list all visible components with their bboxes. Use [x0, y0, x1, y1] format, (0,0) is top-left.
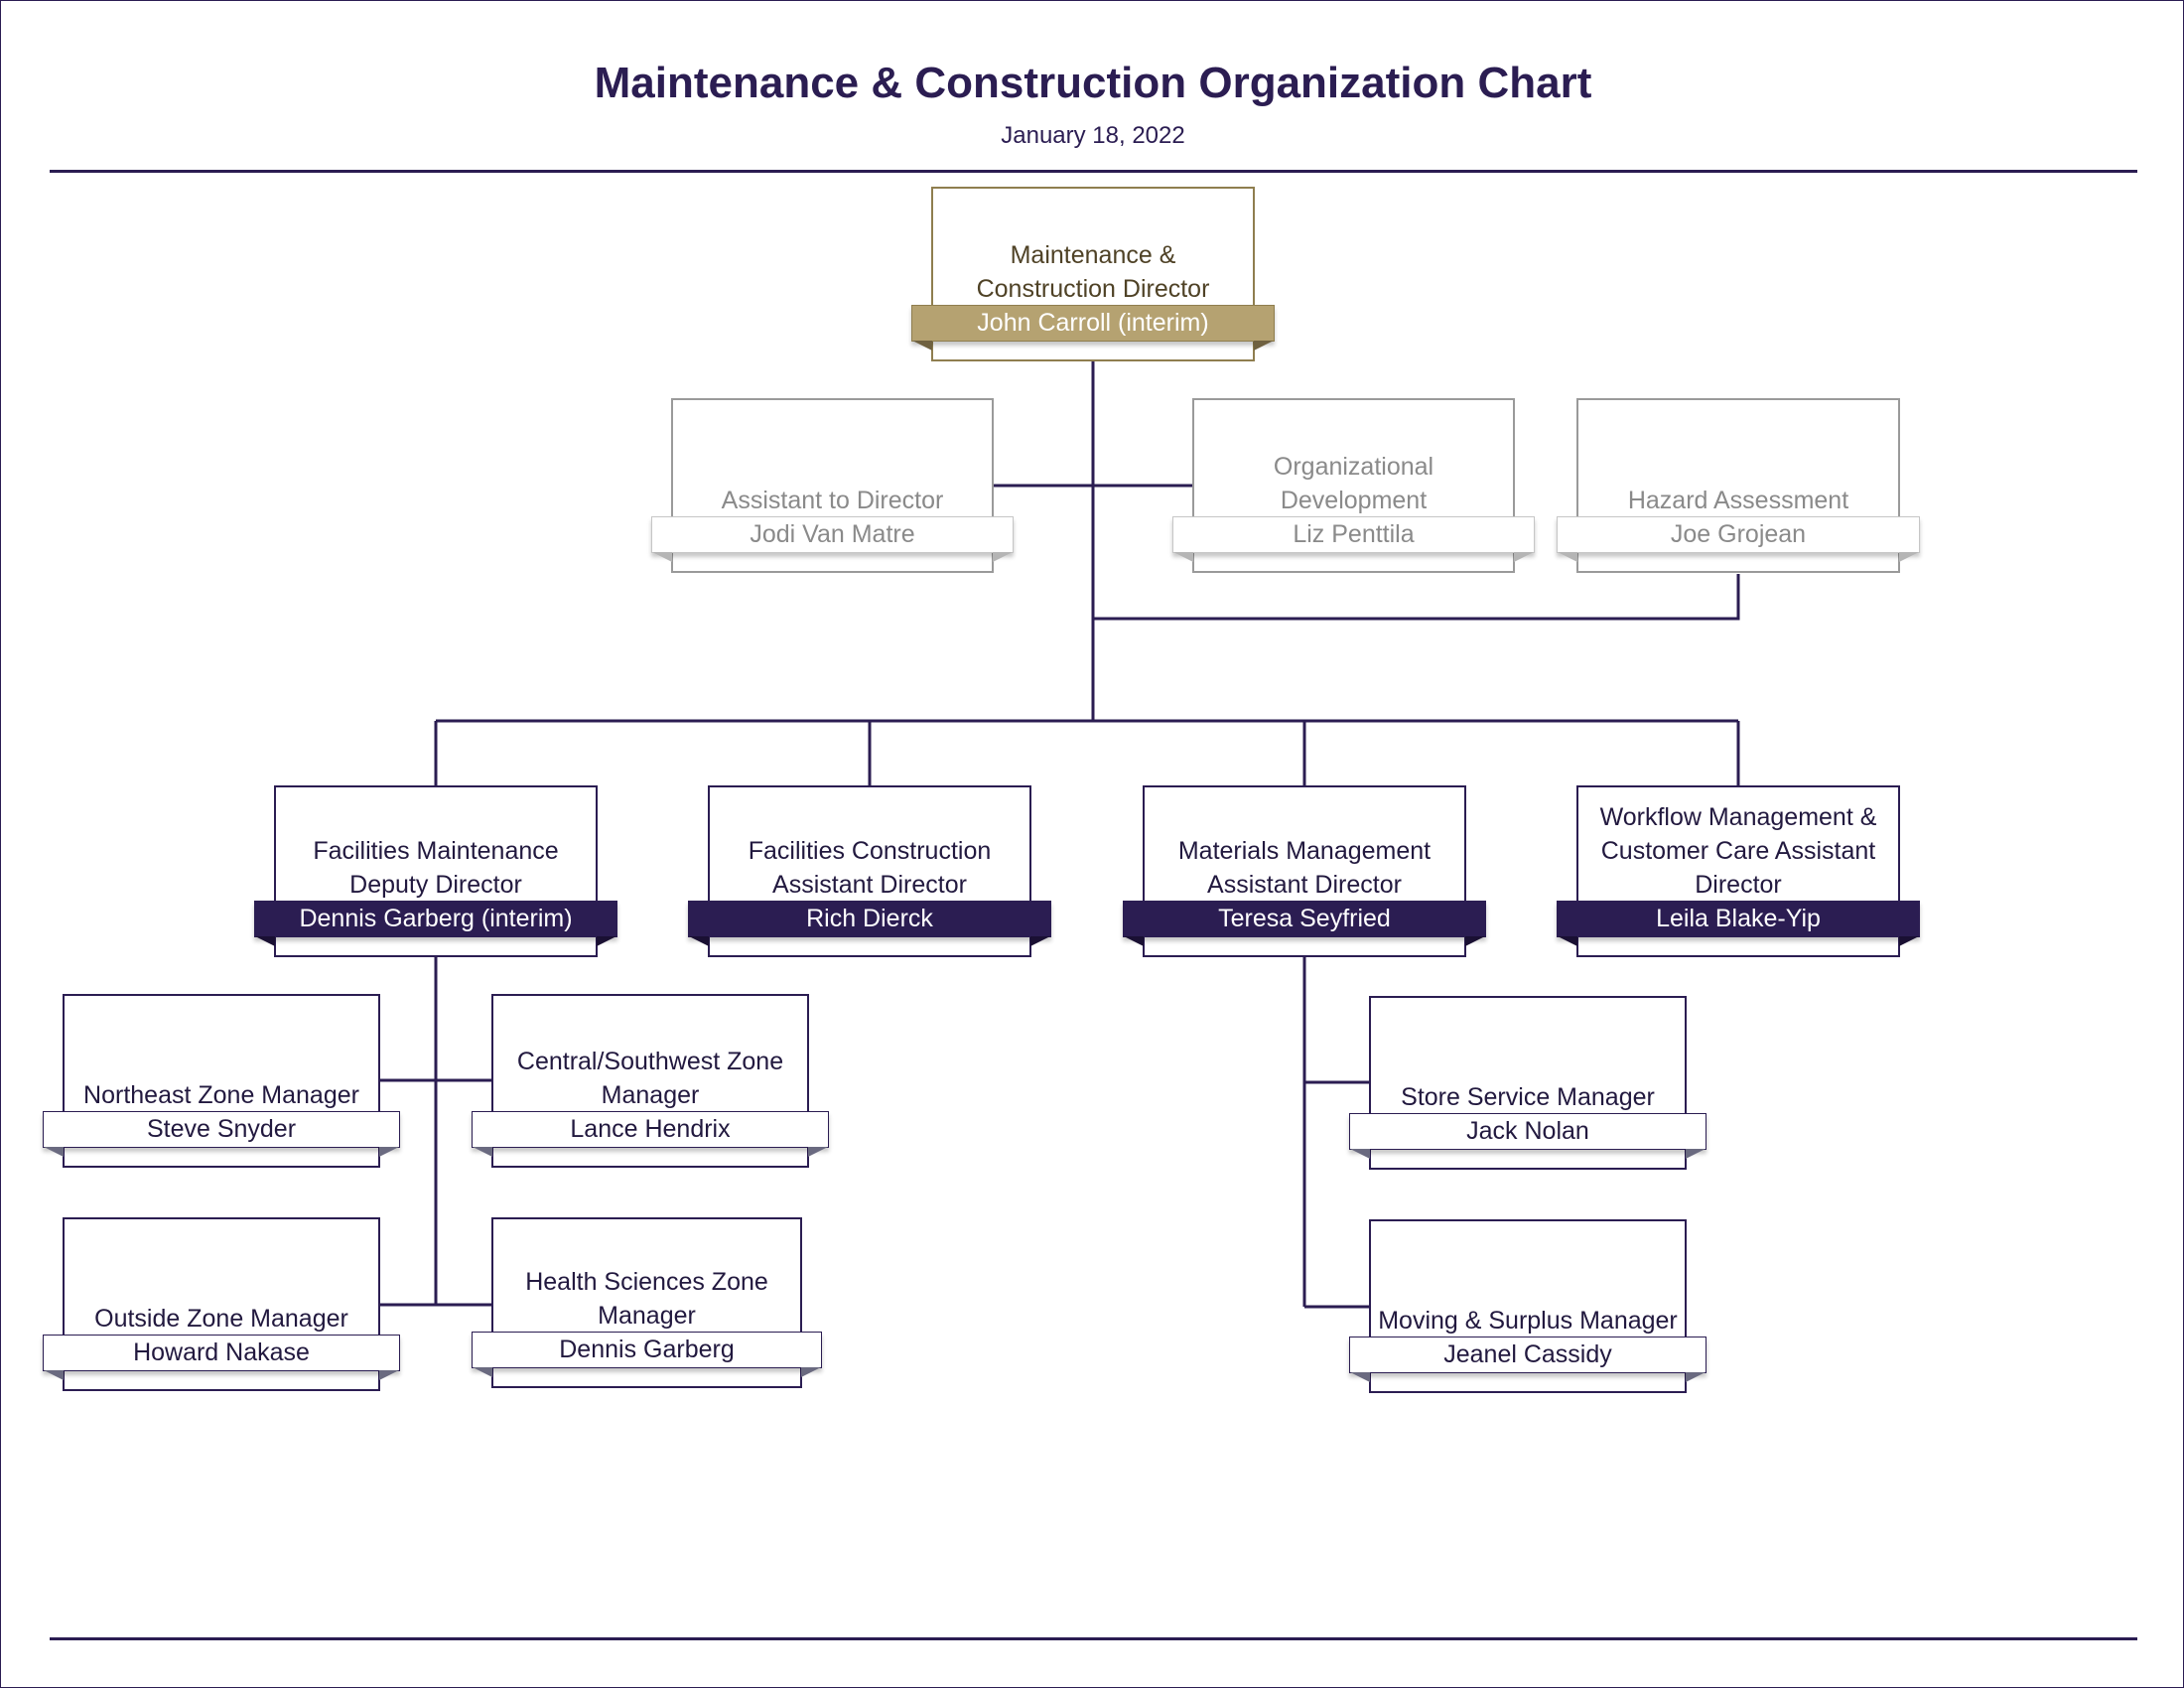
staff-card-organizational-development[interactable]: Organizational Development Liz Penttila	[1172, 398, 1535, 573]
zone-name-banner: Steve Snyder	[43, 1111, 400, 1157]
staff-card-assistant-to-director[interactable]: Assistant to Director Jodi Van Matre	[651, 398, 1014, 573]
dept-role: Facilities Construction Assistant Direct…	[748, 837, 992, 899]
dept-role: Facilities Maintenance Deputy Director	[313, 837, 559, 899]
zone-card-northeast[interactable]: Northeast Zone Manager Steve Snyder	[43, 994, 400, 1168]
zone-card-outside[interactable]: Outside Zone Manager Howard Nakase	[43, 1217, 400, 1391]
materials-name-banner: Jeanel Cassidy	[1349, 1337, 1706, 1382]
materials-card-moving-surplus[interactable]: Moving & Surplus Manager Jeanel Cassidy	[1349, 1219, 1706, 1393]
staff-name-banner: Joe Grojean	[1557, 516, 1920, 562]
dept-name-banner: Teresa Seyfried	[1123, 901, 1486, 946]
staff-role: Assistant to Director	[721, 487, 944, 514]
header-rule	[50, 170, 2137, 173]
dept-card-facilities-construction[interactable]: Facilities Construction Assistant Direct…	[688, 785, 1051, 957]
director-card[interactable]: Maintenance & Construction Director John…	[911, 187, 1275, 361]
staff-name-banner: Jodi Van Matre	[651, 516, 1014, 562]
director-role: Maintenance & Construction Director	[976, 241, 1210, 303]
zone-card-central-southwest[interactable]: Central/Southwest Zone Manager Lance Hen…	[472, 994, 829, 1168]
staff-role: Hazard Assessment	[1627, 487, 1849, 514]
zone-role: Health Sciences Zone Manager	[525, 1268, 768, 1330]
materials-card-store-service[interactable]: Store Service Manager Jack Nolan	[1349, 996, 1706, 1170]
dept-card-workflow-management[interactable]: Workflow Management & Customer Care Assi…	[1557, 785, 1920, 957]
zone-card-health-sciences[interactable]: Health Sciences Zone Manager Dennis Garb…	[472, 1217, 822, 1388]
zone-name-banner: Howard Nakase	[43, 1335, 400, 1380]
zone-name-banner: Dennis Garberg	[472, 1332, 822, 1377]
zone-role: Outside Zone Manager	[94, 1305, 348, 1333]
chart-title: Maintenance & Construction Organization …	[594, 59, 1592, 107]
footer-rule	[50, 1637, 2137, 1640]
materials-role: Moving & Surplus Manager	[1378, 1307, 1678, 1335]
staff-name-banner: Liz Penttila	[1172, 516, 1535, 562]
dept-name-banner: Dennis Garberg (interim)	[254, 901, 617, 946]
dept-role: Materials Management Assistant Director	[1177, 837, 1432, 899]
zone-role: Central/Southwest Zone Manager	[516, 1048, 784, 1109]
zone-role: Northeast Zone Manager	[83, 1081, 359, 1109]
zone-name-banner: Lance Hendrix	[472, 1111, 829, 1157]
staff-card-hazard-assessment[interactable]: Hazard Assessment Joe Grojean	[1557, 398, 1920, 573]
chart-date: January 18, 2022	[1001, 122, 1185, 149]
dept-role: Workflow Management & Customer Care Assi…	[1599, 803, 1877, 899]
materials-name-banner: Jack Nolan	[1349, 1113, 1706, 1159]
dept-card-facilities-maintenance[interactable]: Facilities Maintenance Deputy Director D…	[254, 785, 617, 957]
dept-name-banner: Leila Blake-Yip	[1557, 901, 1920, 946]
dept-name-banner: Rich Dierck	[688, 901, 1051, 946]
materials-role: Store Service Manager	[1401, 1083, 1655, 1111]
director-name-banner: John Carroll (interim)	[911, 305, 1275, 351]
dept-card-materials-management[interactable]: Materials Management Assistant Director …	[1123, 785, 1486, 957]
staff-role: Organizational Development	[1273, 453, 1434, 514]
